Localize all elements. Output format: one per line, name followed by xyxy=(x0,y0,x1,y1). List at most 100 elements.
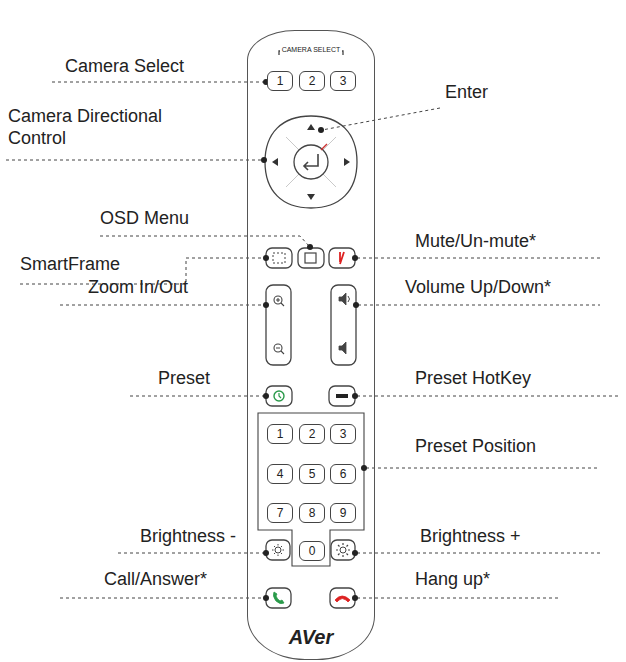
camera-button: 2 xyxy=(299,71,325,91)
osd-icon xyxy=(305,253,316,263)
leader-line xyxy=(358,305,600,306)
keypad-button: 1 xyxy=(267,424,293,444)
volume-down-icon xyxy=(339,342,346,354)
enter-button xyxy=(294,145,328,179)
leader-lines xyxy=(6,82,620,598)
preset-icon xyxy=(279,393,281,398)
dpad-arrows xyxy=(272,124,350,200)
leader-line xyxy=(118,553,264,554)
camera-button: 1 xyxy=(267,71,293,91)
keypad-button: 6 xyxy=(330,464,356,484)
button-number: 1 xyxy=(277,427,284,441)
leader-dot xyxy=(263,393,269,399)
button-number: 5 xyxy=(309,467,316,481)
brightness-minus-button xyxy=(266,540,290,560)
call-button xyxy=(266,588,291,608)
keypad-button: 9 xyxy=(330,503,356,523)
brightness-icon xyxy=(272,544,284,556)
leader-line xyxy=(357,396,620,397)
brightness-icon xyxy=(336,543,350,557)
leader-line xyxy=(60,598,264,599)
keypad-button: 8 xyxy=(299,503,325,523)
leader-dot xyxy=(263,550,269,556)
enter-symbol xyxy=(304,154,318,170)
leader-line xyxy=(6,160,262,161)
leader-dot xyxy=(352,550,358,556)
leader-dot xyxy=(352,255,358,261)
leader-line xyxy=(357,598,560,599)
keypad-button: 2 xyxy=(299,424,325,444)
callout-label: Preset HotKey xyxy=(415,368,531,390)
arrow-up xyxy=(307,124,315,130)
leader-dot xyxy=(352,595,358,601)
brightness-icon xyxy=(340,547,346,553)
button-number: 8 xyxy=(309,506,316,520)
leader-dot xyxy=(361,465,367,471)
callout-label: Enter xyxy=(445,82,488,104)
hangup-button xyxy=(330,588,355,608)
callout-label: OSD Menu xyxy=(100,208,189,230)
callout-label: SmartFrame xyxy=(20,254,120,276)
keypad-button: 0 xyxy=(299,541,325,561)
brightness-icon xyxy=(275,547,281,553)
leader-dot xyxy=(263,302,269,308)
preset-icon xyxy=(274,391,284,401)
button-number: 6 xyxy=(340,467,347,481)
arrow-down xyxy=(307,194,315,200)
volume-up-icon xyxy=(348,296,350,302)
volume-up-icon xyxy=(339,293,346,305)
callout-label: Camera Directional Control xyxy=(8,106,218,149)
leader-dot xyxy=(318,127,324,133)
mute-button xyxy=(329,248,355,268)
hotkey-button xyxy=(329,386,355,406)
button-number: 0 xyxy=(309,544,316,558)
brightness-plus-button xyxy=(331,540,355,560)
leader-line xyxy=(357,553,600,554)
button-number: 9 xyxy=(340,506,347,520)
keypad-button: 4 xyxy=(267,464,293,484)
zoom-in-icon xyxy=(276,298,284,306)
call-icon xyxy=(273,592,284,604)
volume-rocker xyxy=(331,285,356,365)
button-number: 3 xyxy=(340,74,347,88)
preset-button xyxy=(266,386,292,406)
callout-label: Camera Select xyxy=(65,56,184,78)
osd-button xyxy=(298,248,324,268)
button-number: 2 xyxy=(309,427,316,441)
leader-dot xyxy=(307,244,313,250)
leader-line xyxy=(60,305,264,306)
keypad-button: 5 xyxy=(299,464,325,484)
button-number: 2 xyxy=(309,74,316,88)
enter-mark xyxy=(321,144,327,150)
arrow-right xyxy=(344,158,350,166)
arrow-left xyxy=(272,158,278,166)
zoom-rocker xyxy=(266,285,291,365)
button-number: 4 xyxy=(277,467,284,481)
callout-label: Zoom In/Out xyxy=(88,277,188,299)
callout-label: Preset xyxy=(158,368,210,390)
leader-dot xyxy=(353,302,359,308)
leader-line xyxy=(130,396,264,397)
remote-body: AVer1231234567890 xyxy=(247,30,375,660)
callout-label: Mute/Un-mute* xyxy=(415,231,536,253)
callout-label: Brightness + xyxy=(420,526,521,548)
leader-dot xyxy=(263,255,269,261)
leader-line xyxy=(366,468,600,469)
callout-label: Volume Up/Down* xyxy=(405,277,551,299)
button-number: 3 xyxy=(340,427,347,441)
leader-line xyxy=(322,108,440,130)
leader-line xyxy=(357,258,600,259)
hangup-icon xyxy=(335,596,350,602)
smartframe-button xyxy=(266,248,292,268)
remote-buttons xyxy=(258,51,364,608)
keypad-button: 3 xyxy=(330,424,356,444)
leader-dots xyxy=(261,79,367,601)
mute-icon xyxy=(340,252,344,264)
leader-line xyxy=(52,82,264,83)
dpad-dividers xyxy=(286,137,336,187)
group-caption: CAMERA SELECT xyxy=(280,46,343,53)
brand-logo: AVer xyxy=(248,626,374,649)
camera-button: 3 xyxy=(330,71,356,91)
callout-label: Hang up* xyxy=(415,569,490,591)
